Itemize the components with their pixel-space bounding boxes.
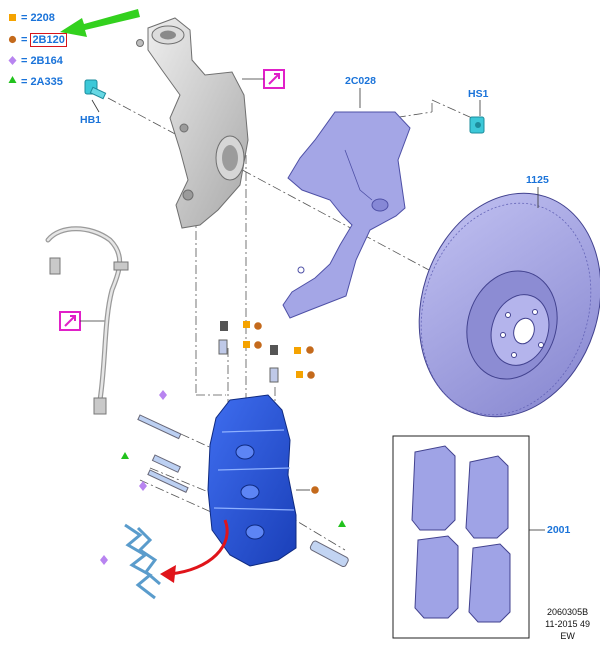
callout-2001: 2001 (547, 524, 571, 536)
steering-knuckle (136, 17, 249, 229)
brake-pad-set (392, 435, 545, 639)
legend-row: = 2208 (8, 11, 55, 25)
legend-code: 2B164 (30, 55, 63, 67)
legend-row: = 2B164 (8, 54, 63, 68)
legend-code: 2208 (30, 12, 55, 24)
bolt-hb1 (84, 79, 107, 100)
legend-equals: = (21, 76, 28, 88)
legend-icons (8, 14, 17, 83)
doc-number: 2060305B (547, 607, 589, 617)
removal-arrow-red (160, 519, 229, 583)
bolt-hs1 (469, 116, 485, 134)
guide-pin (137, 414, 349, 568)
pointer-arrow-green (60, 9, 140, 37)
callout-leaders (91, 88, 539, 208)
callout-2c028: 2C028 (345, 75, 376, 87)
brake-disc (418, 192, 600, 418)
callout-1125: 1125 (526, 174, 549, 186)
anti-rattle-clip (124, 523, 161, 600)
legend-row: = 2B120 (8, 33, 67, 47)
legend-equals: = (21, 55, 28, 67)
brake-hose (45, 226, 129, 415)
bleed-screw (218, 321, 279, 383)
doc-date: 11-2015 49 (545, 619, 590, 629)
callout-hb1: HB1 (80, 114, 102, 126)
document-info: 2060305B 11-2015 49 EW (545, 606, 590, 642)
legend-code-highlighted: 2B120 (30, 33, 67, 47)
marker-2208 (243, 321, 303, 378)
splash-shield (282, 111, 411, 319)
flag-icon (242, 69, 285, 89)
legend-equals: = (21, 34, 28, 46)
doc-region: EW (560, 631, 575, 641)
callout-hs1: HS1 (468, 88, 489, 100)
flag-icon (59, 311, 108, 331)
marker-2a335 (121, 452, 346, 527)
legend-row: = 2A335 (8, 75, 63, 89)
marker-2b164 (100, 390, 167, 565)
brake-caliper (207, 394, 310, 567)
legend-code: 2A335 (30, 76, 63, 88)
marker-2b120 (254, 322, 319, 494)
legend-equals: = (21, 12, 28, 24)
